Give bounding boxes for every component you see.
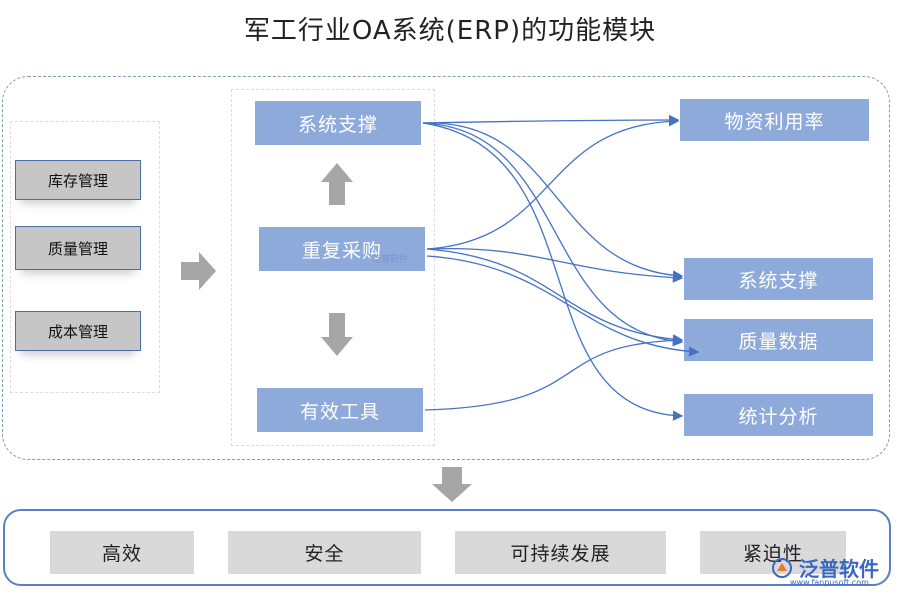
down-block-arrow [321,313,353,356]
outcome-material-utilization: 物资利用率 [680,99,869,141]
module-inventory: 库存管理 [15,160,141,200]
benefits-frame [3,509,891,586]
left-module-panel [10,121,160,393]
benefit-sustainability: 可持续发展 [455,531,666,574]
module-quality: 质量管理 [15,226,141,270]
arrow-support-to-stats [422,122,684,421]
right-block-arrow [181,252,216,290]
middle-system-support: 系统支撑 [255,101,421,145]
logo-icon [772,557,792,578]
benefit-security: 安全 [228,531,421,574]
arrow-purchase-to-support [426,247,684,283]
module-cost: 成本管理 [15,311,141,351]
watermark-text: 泛普软件 [372,255,409,265]
middle-repeat-purchase: 重复采购 [259,227,425,271]
middle-effective-tools: 有效工具 [257,388,423,432]
outcome-quality-data: 质量数据 [684,319,873,361]
logo-name: 泛普软件 [799,557,879,581]
up-block-arrow [321,163,353,205]
diagram-title: 军工行业OA系统(ERP)的功能模块 [243,16,657,46]
arrow-support-to-utilization [422,114,680,126]
outcome-statistical-analysis: 统计分析 [684,394,873,436]
brand-logo: 泛普软件 [771,553,879,582]
arrow-support-to-quality [422,122,684,347]
arrow-tools-to-quality [424,335,684,411]
arrow-purchase-to-quality [426,248,684,345]
outer-dashed-frame [2,76,890,460]
bottom-block-arrow [432,467,472,502]
benefit-efficiency: 高效 [50,531,194,574]
middle-panel [231,89,435,446]
logo-url: www.fanpusoft.com [790,578,869,587]
arrow-support-to-support [422,122,684,281]
arrow-purchase-to-quality-2 [426,255,700,357]
outcome-system-support: 系统支撑 [684,258,873,300]
arrow-purchase-to-utilization [426,116,680,250]
